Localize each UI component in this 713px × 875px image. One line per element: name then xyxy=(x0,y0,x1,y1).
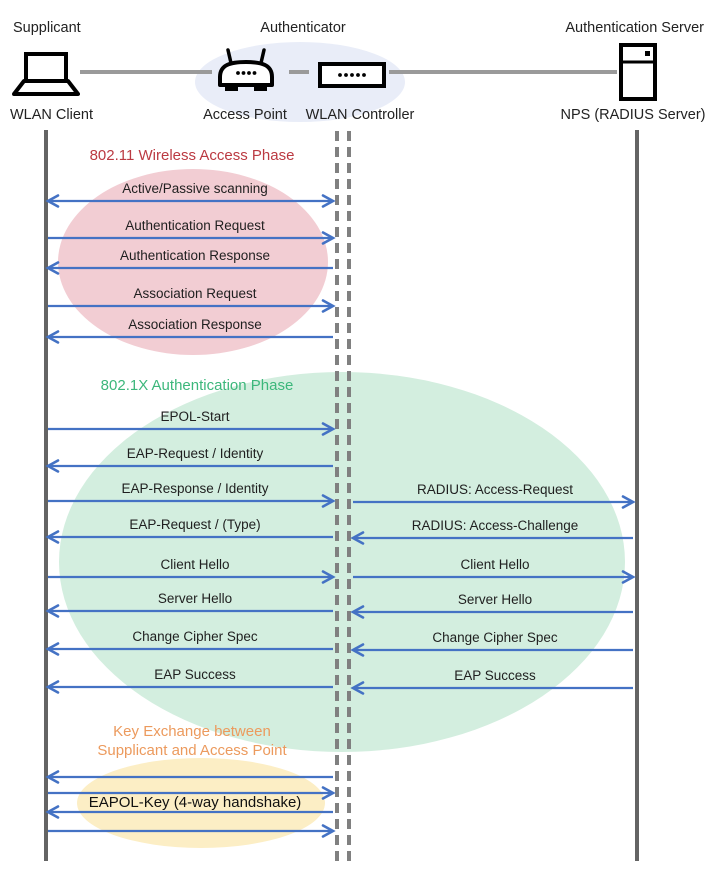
arrowhead-icon xyxy=(321,299,336,313)
arrowhead-icon xyxy=(45,261,60,275)
role-label-supplicant: Supplicant xyxy=(13,20,81,36)
lifeline-authenticator-dashed-1 xyxy=(335,131,339,862)
arrowhead-icon xyxy=(321,194,336,208)
lifeline-wlan-client xyxy=(44,130,48,861)
key-exchange-phase-ellipse xyxy=(77,758,325,848)
arrowhead-icon xyxy=(321,824,336,838)
connector-ap-to-controller xyxy=(289,70,309,74)
arrowhead-icon xyxy=(45,770,60,784)
phase-title-authentication: 802.1X Authentication Phase xyxy=(100,377,294,394)
wireless-access-phase-ellipse xyxy=(58,169,328,355)
connector-controller-to-server xyxy=(389,70,617,74)
laptop-icon xyxy=(12,52,80,96)
phase-title-wireless-access: 802.11 Wireless Access Phase xyxy=(89,147,295,164)
arrowhead-icon xyxy=(621,495,636,509)
role-label-authenticator: Authenticator xyxy=(260,20,346,36)
node-label-access-point: Access Point xyxy=(203,107,287,123)
arrowhead-icon xyxy=(45,680,60,694)
arrowhead-icon xyxy=(45,805,60,819)
arrowhead-icon xyxy=(321,786,336,800)
phase-title-key-exchange: Key Exchange between Supplicant and Acce… xyxy=(97,722,286,760)
node-label-nps-radius-server: NPS (RADIUS Server) xyxy=(560,107,706,123)
lifeline-authenticator-dashed-2 xyxy=(347,131,351,862)
server-icon xyxy=(619,43,657,101)
arrowhead-icon xyxy=(45,530,60,544)
arrowhead-icon xyxy=(45,459,60,473)
connector-client-to-ap xyxy=(80,70,212,74)
role-label-authentication-server: Authentication Server xyxy=(565,20,704,36)
node-label-wlan-controller: WLAN Controller xyxy=(305,107,415,123)
arrowhead-icon xyxy=(45,330,60,344)
access-point-icon xyxy=(218,48,274,91)
authentication-phase-ellipse xyxy=(59,372,625,752)
phase-title-key-exchange-line1: Key Exchange between xyxy=(113,723,271,740)
node-label-wlan-client: WLAN Client xyxy=(10,107,93,123)
wlan-controller-icon xyxy=(318,62,386,88)
arrowhead-icon xyxy=(45,604,60,618)
arrowhead-icon xyxy=(45,194,60,208)
lifeline-radius-server xyxy=(635,130,639,861)
phase-title-key-exchange-line2: Supplicant and Access Point xyxy=(97,742,287,759)
arrowhead-icon xyxy=(45,642,60,656)
